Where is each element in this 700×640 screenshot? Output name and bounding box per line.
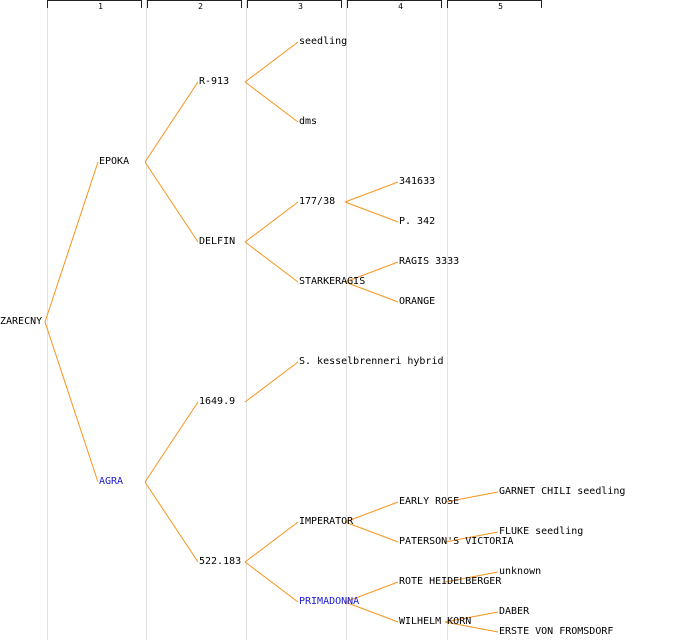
edge-imperator-paterson [344,521,399,543]
node-kessel[interactable]: S. kesselbrenneri hybrid [299,356,444,367]
node-1649[interactable]: 1649.9 [199,396,236,407]
column-band-4 [346,0,442,640]
column-number-3: 3 [298,2,303,11]
node-paterson[interactable]: PATERSON'S VICTORIA [399,536,514,547]
column-header-3 [247,0,342,8]
edge-zarecny-agra [44,321,99,483]
node-starkeragis[interactable]: STARKERAGIS [299,276,366,287]
node-garnet[interactable]: GARNET CHILI seedling [499,486,626,497]
column-band-2 [146,0,242,640]
column-header-2 [147,0,242,8]
edge-imperator-earlyrose [344,501,399,523]
node-epoka[interactable]: EPOKA [99,156,130,167]
edge-paterson-fluke [444,531,499,543]
node-unknown[interactable]: unknown [499,566,542,577]
edge-primadonna-wilhelm [344,601,399,623]
edge-522-primadonna [244,561,299,603]
edge-delfin-starkeragis [244,241,299,283]
column-number-4: 4 [398,2,403,11]
node-delfin[interactable]: DELFIN [199,236,236,247]
column-header-5 [447,0,542,8]
column-number-2: 2 [198,2,203,11]
node-zarecny[interactable]: ZARECNY [0,316,43,327]
column-header-1 [47,0,142,8]
node-erste[interactable]: ERSTE VON FROMSDORF [499,626,614,637]
column-band-1 [47,0,143,640]
column-band-3 [246,0,342,640]
edge-177-341633 [344,181,399,203]
node-daber[interactable]: DABER [499,606,530,617]
edge-epoka-delfin [144,161,199,243]
node-orange[interactable]: ORANGE [399,296,436,307]
edge-epoka-r913 [144,81,199,163]
column-band-5 [447,0,543,640]
edge-earlyrose-garnet [444,491,499,503]
edge-1649-kessel [244,361,299,403]
node-wilhelm[interactable]: WILHELM KORN [399,616,472,627]
edge-starkeragis-ragis [344,261,399,283]
node-177[interactable]: 177/38 [299,196,336,207]
node-agra[interactable]: AGRA [99,476,124,487]
node-p342[interactable]: P. 342 [399,216,436,227]
node-341633[interactable]: 341633 [399,176,436,187]
edge-r913-dms [244,81,299,123]
edge-wilhelm-daber [444,611,499,623]
edge-agra-1649 [144,401,199,483]
edge-177-p342 [344,201,399,223]
edge-primadonna-rote [344,581,399,603]
edge-522-imperator [244,521,299,563]
node-primadonna[interactable]: PRIMADONNA [299,596,360,607]
edge-wilhelm-erste [444,621,499,633]
edge-agra-522 [144,481,199,563]
column-header-4 [347,0,442,8]
column-number-1: 1 [98,2,103,11]
node-fluke[interactable]: FLUKE seedling [499,526,584,537]
node-earlyrose[interactable]: EARLY ROSE [399,496,460,507]
column-number-5: 5 [498,2,503,11]
edge-zarecny-epoka [44,161,99,323]
edge-rote-unknown [444,571,499,583]
node-522[interactable]: 522.183 [199,556,242,567]
node-dms[interactable]: dms [299,116,318,127]
edge-r913-seedling [244,41,299,83]
node-seedling[interactable]: seedling [299,36,348,47]
edge-starkeragis-orange [344,281,399,303]
edge-delfin-177 [244,201,299,243]
node-rote[interactable]: ROTE HEIDELBERGER [399,576,502,587]
node-ragis[interactable]: RAGIS 3333 [399,256,460,267]
node-imperator[interactable]: IMPERATOR [299,516,354,527]
node-r913[interactable]: R-913 [199,76,230,87]
